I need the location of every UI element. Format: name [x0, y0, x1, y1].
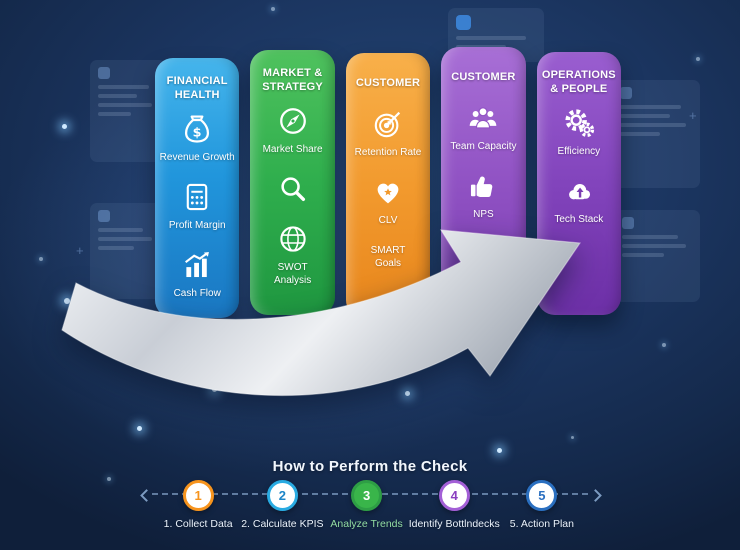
pillar-item-label: Market Share — [262, 144, 323, 155]
pillar-item: $ Revenue Growth — [160, 110, 235, 166]
pillar-title: CUSTOMER — [355, 76, 421, 89]
ghost-icon — [456, 15, 471, 30]
glow-dot — [212, 387, 217, 392]
step-label: Analyze Trends — [330, 518, 403, 530]
pillar-operations-people: OPERATIONS & PEOPLE Efficiency Tech Stac… — [536, 52, 622, 315]
compass-icon — [276, 102, 310, 140]
pillar-item: Retention Rate — [354, 105, 422, 161]
pillar-item-label: Team Capacity — [450, 141, 517, 152]
team-icon — [466, 99, 500, 137]
step-collect-data: 1 1. Collect Data — [156, 480, 240, 530]
pillar-item-label: SWOT Analysis — [273, 262, 312, 286]
pillar-item-label: SMART Goals — [370, 245, 406, 269]
ghost-icon — [620, 87, 632, 99]
pillar-item-label: CLV — [378, 215, 398, 226]
pillar-item-label: Tech Stack — [554, 214, 604, 225]
step-label: 5. Action Plan — [509, 518, 574, 530]
ghost-icon — [622, 217, 634, 229]
pillar-item-label: Profit Margin — [168, 220, 226, 231]
pillar-item: CLV — [371, 173, 405, 229]
ghost-panel — [90, 60, 166, 162]
calculator-icon — [180, 178, 214, 216]
gears-icon — [562, 104, 596, 142]
step-number-badge: 3 — [351, 480, 383, 511]
pillar-customer-purple: CUSTOMER Team Capacity NPS — [441, 47, 526, 310]
ghost-panel — [614, 210, 700, 302]
pillar-item — [276, 170, 310, 208]
how-to-steps: 1 1. Collect Data 2 2. Calculate KPIS 3 … — [156, 480, 584, 530]
glow-dot — [696, 57, 700, 61]
pillar-item: Profit Margin — [169, 178, 226, 234]
step-analyze-trends: 3 Analyze Trends — [324, 480, 408, 530]
step-identify-bottlenecks: 4 Identify Bottlndecks — [409, 480, 500, 530]
pillar-row: FINANCIAL HEALTH $ Revenue Growth Profit… — [155, 0, 622, 318]
step-number-badge: 5 — [526, 480, 558, 511]
pillar-item-label: Retention Rate — [354, 147, 422, 158]
step-number-badge: 4 — [438, 480, 470, 511]
svg-text:$: $ — [193, 125, 202, 140]
pillar-title: MARKET & STRATEGY — [262, 66, 323, 93]
pillar-financial-health: FINANCIAL HEALTH $ Revenue Growth Profit… — [155, 58, 240, 318]
glow-dot — [405, 391, 410, 396]
ghost-panel — [612, 80, 700, 188]
plus-sparkle: + — [689, 108, 697, 123]
pillar-item: Tech Stack — [554, 172, 603, 228]
glow-dot — [62, 124, 67, 129]
glow-dot — [662, 343, 666, 347]
thumbs-up-icon — [466, 167, 500, 205]
ghost-icon — [98, 67, 110, 79]
how-to-title: How to Perform the Check — [272, 458, 468, 475]
ghost-icon — [98, 210, 110, 222]
pillar-title: CUSTOMER — [451, 70, 516, 83]
pillar-item: Market Share — [263, 102, 323, 158]
glow-dot — [39, 257, 43, 261]
step-number-badge: 2 — [266, 480, 298, 511]
step-label: Identify Bottlndecks — [408, 518, 500, 530]
pillar-title: OPERATIONS & PEOPLE — [541, 68, 616, 95]
glow-dot — [107, 477, 111, 481]
glow-dot — [271, 7, 275, 11]
pillar-item: Team Capacity — [450, 99, 516, 155]
glow-dot — [64, 298, 70, 304]
step-label: 2. Calculate KPIS — [241, 518, 324, 530]
glow-dot — [571, 436, 574, 439]
pillar-customer-orange: CUSTOMER Retention Rate CLV SMART Goals — [345, 53, 431, 318]
glow-dot — [137, 426, 142, 431]
pillar-item-label: NPS — [473, 209, 494, 220]
timeline-arrow-left-icon — [140, 489, 153, 502]
money-bag-icon: $ — [180, 110, 214, 148]
pillar-item: SWOT Analysis — [274, 220, 311, 287]
pillar-market-strategy: MARKET & STRATEGY Market Share SWOT Anal… — [250, 50, 335, 315]
pillar-item-label: Efficiency — [557, 146, 601, 157]
step-label: 1. Collect Data — [163, 518, 233, 530]
globe-icon — [276, 220, 310, 258]
pillar-item: SMART Goals — [371, 241, 406, 270]
bar-chart-icon — [180, 246, 214, 284]
magnifier-icon — [276, 170, 310, 208]
pillar-item: NPS — [466, 167, 500, 223]
pillar-item-label: Cash Flow — [173, 288, 221, 299]
pillar-item: Cash Flow — [174, 246, 221, 302]
plus-sparkle: + — [76, 243, 84, 258]
step-number-badge: 1 — [182, 480, 214, 511]
step-calculate-kpis: 2 2. Calculate KPIS — [240, 480, 324, 530]
pillar-title: FINANCIAL HEALTH — [166, 74, 228, 101]
glow-dot — [497, 448, 502, 453]
pillar-item: Efficiency — [557, 104, 601, 160]
step-action-plan: 5 5. Action Plan — [500, 480, 584, 530]
cloud-upload-icon — [562, 172, 596, 210]
target-icon — [371, 105, 405, 143]
heart-star-icon — [371, 173, 405, 211]
pillar-item-label: Revenue Growth — [159, 152, 235, 163]
timeline-arrow-right-icon — [589, 489, 602, 502]
